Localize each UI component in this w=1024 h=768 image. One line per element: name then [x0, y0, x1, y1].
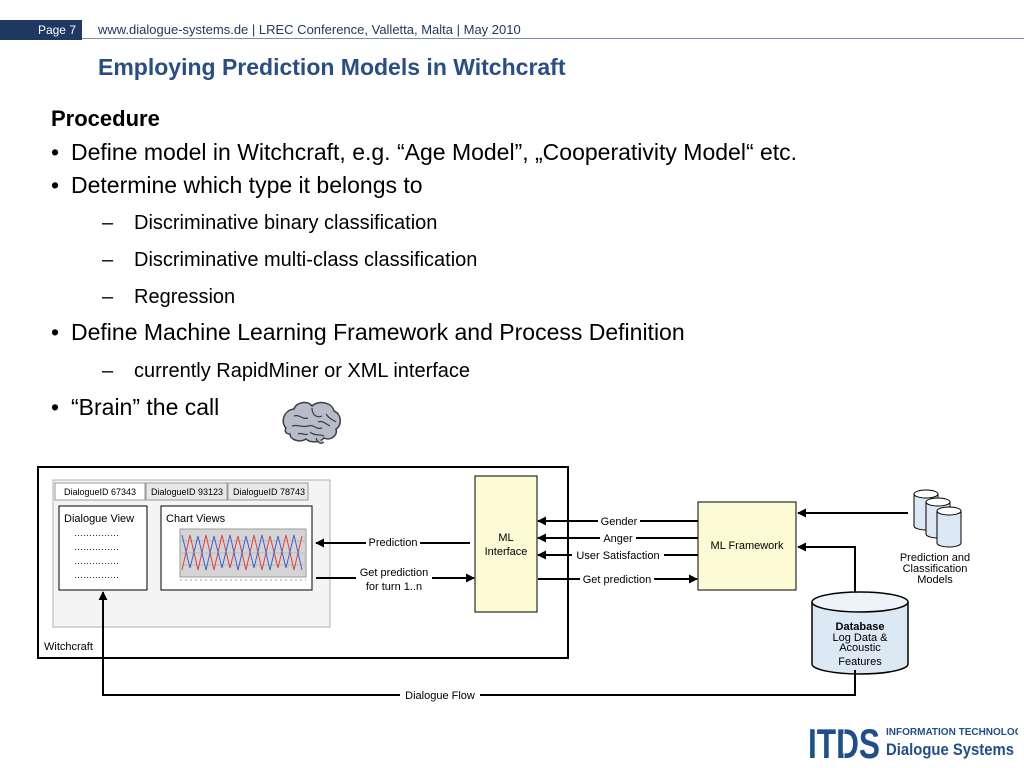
ml-interface-label: ML: [498, 532, 513, 544]
tab-dialogue-93123[interactable]: [145, 482, 228, 501]
bullet-2-text: Determine which type it belongs to: [71, 172, 423, 198]
get-prediction-turn-label: for turn 1..n: [366, 581, 422, 593]
brain-icon: [282, 401, 341, 444]
dialogue-flow-label: Dialogue Flow: [405, 690, 475, 702]
header-rule: [82, 38, 1024, 39]
ml-framework-label: ML Framework: [711, 540, 784, 552]
models-label: Prediction and: [900, 552, 970, 564]
witchcraft-label: Witchcraft: [44, 641, 93, 653]
get-prediction-label: Get prediction: [583, 574, 651, 586]
sub-bullet-2-1: –Discriminative binary classification: [102, 212, 438, 234]
bullet-4: •“Brain” the call: [51, 394, 220, 420]
database-title: Database: [836, 621, 885, 633]
tab-dialogue-78743[interactable]: [227, 482, 309, 501]
sub-bullet-text: Discriminative multi-class classificatio…: [134, 249, 478, 271]
sub-bullet-3-1: –currently RapidMiner or XML interface: [102, 360, 471, 382]
database-line: Features: [838, 656, 882, 668]
models-label: Models: [917, 574, 953, 586]
dialogue-view-panel: [58, 505, 148, 591]
get-prediction-turn-label: Get prediction: [360, 567, 428, 579]
ellipsis-label: ...: [608, 541, 616, 551]
model-stack-icon: [913, 489, 962, 548]
dialogue-line: ……………: [74, 542, 119, 552]
sub-bullet-text: Regression: [134, 286, 236, 308]
bullet-3-text: Define Machine Learning Framework and Pr…: [71, 319, 685, 345]
page-number-badge: Page 7: [0, 20, 82, 40]
database-line: Acoustic: [839, 642, 881, 654]
ml-interface-box: [474, 475, 538, 613]
chart-views-label: Chart Views: [166, 513, 226, 525]
ml-interface-label: Interface: [485, 546, 528, 558]
header-url-line: www.dialogue-systems.de | LREC Conferenc…: [98, 22, 521, 37]
dialogue-line: ……………: [74, 528, 119, 538]
models-label: Classification: [903, 563, 968, 575]
sub-bullet-text: currently RapidMiner or XML interface: [134, 360, 471, 382]
bullet-3: •Define Machine Learning Framework and P…: [51, 319, 685, 345]
slide-title: Employing Prediction Models in Witchcraf…: [98, 54, 566, 80]
tab-dialogue-67343[interactable]: [54, 482, 146, 501]
sub-bullet-text: Discriminative binary classification: [134, 212, 438, 234]
tab-label: DialogueID 67343: [64, 487, 136, 497]
database-line: Log Data &: [832, 632, 888, 644]
user-satisfaction-label: User Satisfaction: [576, 550, 659, 562]
sub-bullet-2-3: –Regression: [102, 286, 236, 308]
logo-line-1: INFORMATION TECHNOLOGY: [886, 727, 1018, 738]
database-icon: [811, 591, 909, 675]
dialogue-line: ……………: [74, 570, 119, 580]
sub-bullet-2-2: –Discriminative multi-class classificati…: [102, 249, 478, 271]
logo-line-2: Dialogue Systems: [886, 740, 1014, 759]
mini-chart-thumbnail: [179, 528, 307, 581]
database-arrow: [797, 542, 856, 595]
ml-framework-box: [697, 501, 797, 591]
section-heading: Procedure: [51, 106, 160, 131]
dialogue-line: ……………: [74, 556, 119, 566]
bullet-2: •Determine which type it belongs to: [51, 172, 423, 198]
dialogue-view-label: Dialogue View: [64, 513, 134, 525]
bullet-1-text: Define model in Witchcraft, e.g. “Age Mo…: [71, 139, 798, 165]
anger-label: Anger: [603, 533, 633, 545]
architecture-diagram: Witchcraft DialogueID 67343 DialogueID 9…: [37, 466, 970, 702]
bullet-1: •Define model in Witchcraft, e.g. “Age M…: [51, 139, 798, 165]
itds-logo: ITDS INFORMATION TECHNOLOGY Dialogue Sys…: [808, 720, 1018, 764]
prediction-label: Prediction: [369, 537, 418, 549]
gender-label: Gender: [601, 516, 638, 528]
tab-label: DialogueID 78743: [233, 487, 305, 497]
bullet-4-text: “Brain” the call: [71, 394, 220, 420]
tab-label: DialogueID 93123: [151, 487, 223, 497]
